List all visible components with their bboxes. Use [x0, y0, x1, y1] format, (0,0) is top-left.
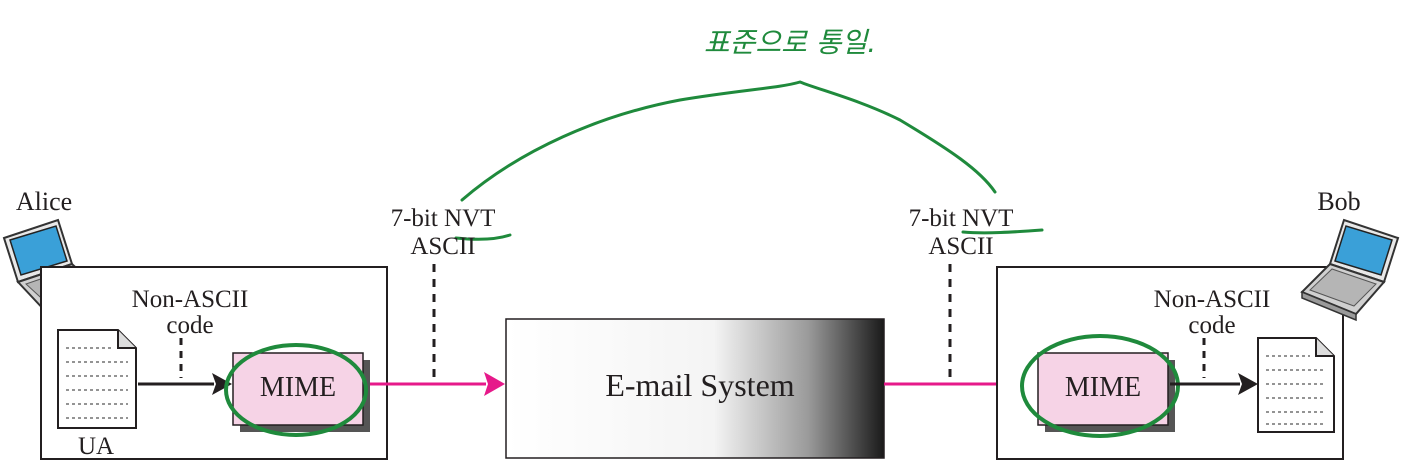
left-channel-label-line2: ASCII [410, 233, 475, 260]
alice-mime-box [232, 352, 364, 426]
alice-ua-label: UA [78, 433, 114, 460]
email-system-label: E-mail System [605, 367, 794, 403]
bob-laptop-icon [1300, 218, 1400, 322]
alice-code-label: code [166, 312, 213, 339]
bob-non-ascii-label: Non-ASCII [1154, 286, 1271, 313]
bob-label: Bob [1317, 187, 1360, 216]
annotation-underline-left [454, 233, 512, 241]
bob-document-icon [1257, 337, 1335, 433]
left-channel: 7-bit NVT ASCII [370, 205, 505, 396]
annotation-underline-right [961, 228, 1044, 235]
right-channel-label-line1: 7-bit NVT [909, 205, 1014, 232]
handwritten-annotation: 표준으로 통일. [454, 26, 1044, 241]
bob-section: Bob Non-ASCII code MIME [996, 187, 1400, 460]
alice-mime-highlight-circle [224, 343, 368, 437]
annotation-text: 표준으로 통일. [704, 26, 876, 59]
alice-section: Alice Non-ASCII code UA [2, 187, 388, 460]
left-magenta-arrow-head [484, 372, 505, 396]
alice-label: Alice [16, 187, 72, 216]
alice-non-ascii-label: Non-ASCII [132, 286, 249, 313]
bob-mime-highlight-circle [1020, 334, 1180, 438]
annotation-bracket [460, 80, 997, 202]
bob-code-label: code [1188, 312, 1235, 339]
right-channel-label-line2: ASCII [928, 233, 993, 260]
alice-mime-label: MIME [260, 372, 336, 403]
email-system-box [505, 318, 885, 459]
email-system: E-mail System [505, 318, 885, 459]
left-channel-label-line1: 7-bit NVT [391, 205, 496, 232]
bob-mime-label: MIME [1065, 372, 1141, 403]
alice-document-icon [57, 329, 137, 429]
alice-arrow-head [212, 373, 232, 395]
bob-mime-box [1037, 352, 1169, 426]
bob-arrow-head [1238, 373, 1258, 395]
